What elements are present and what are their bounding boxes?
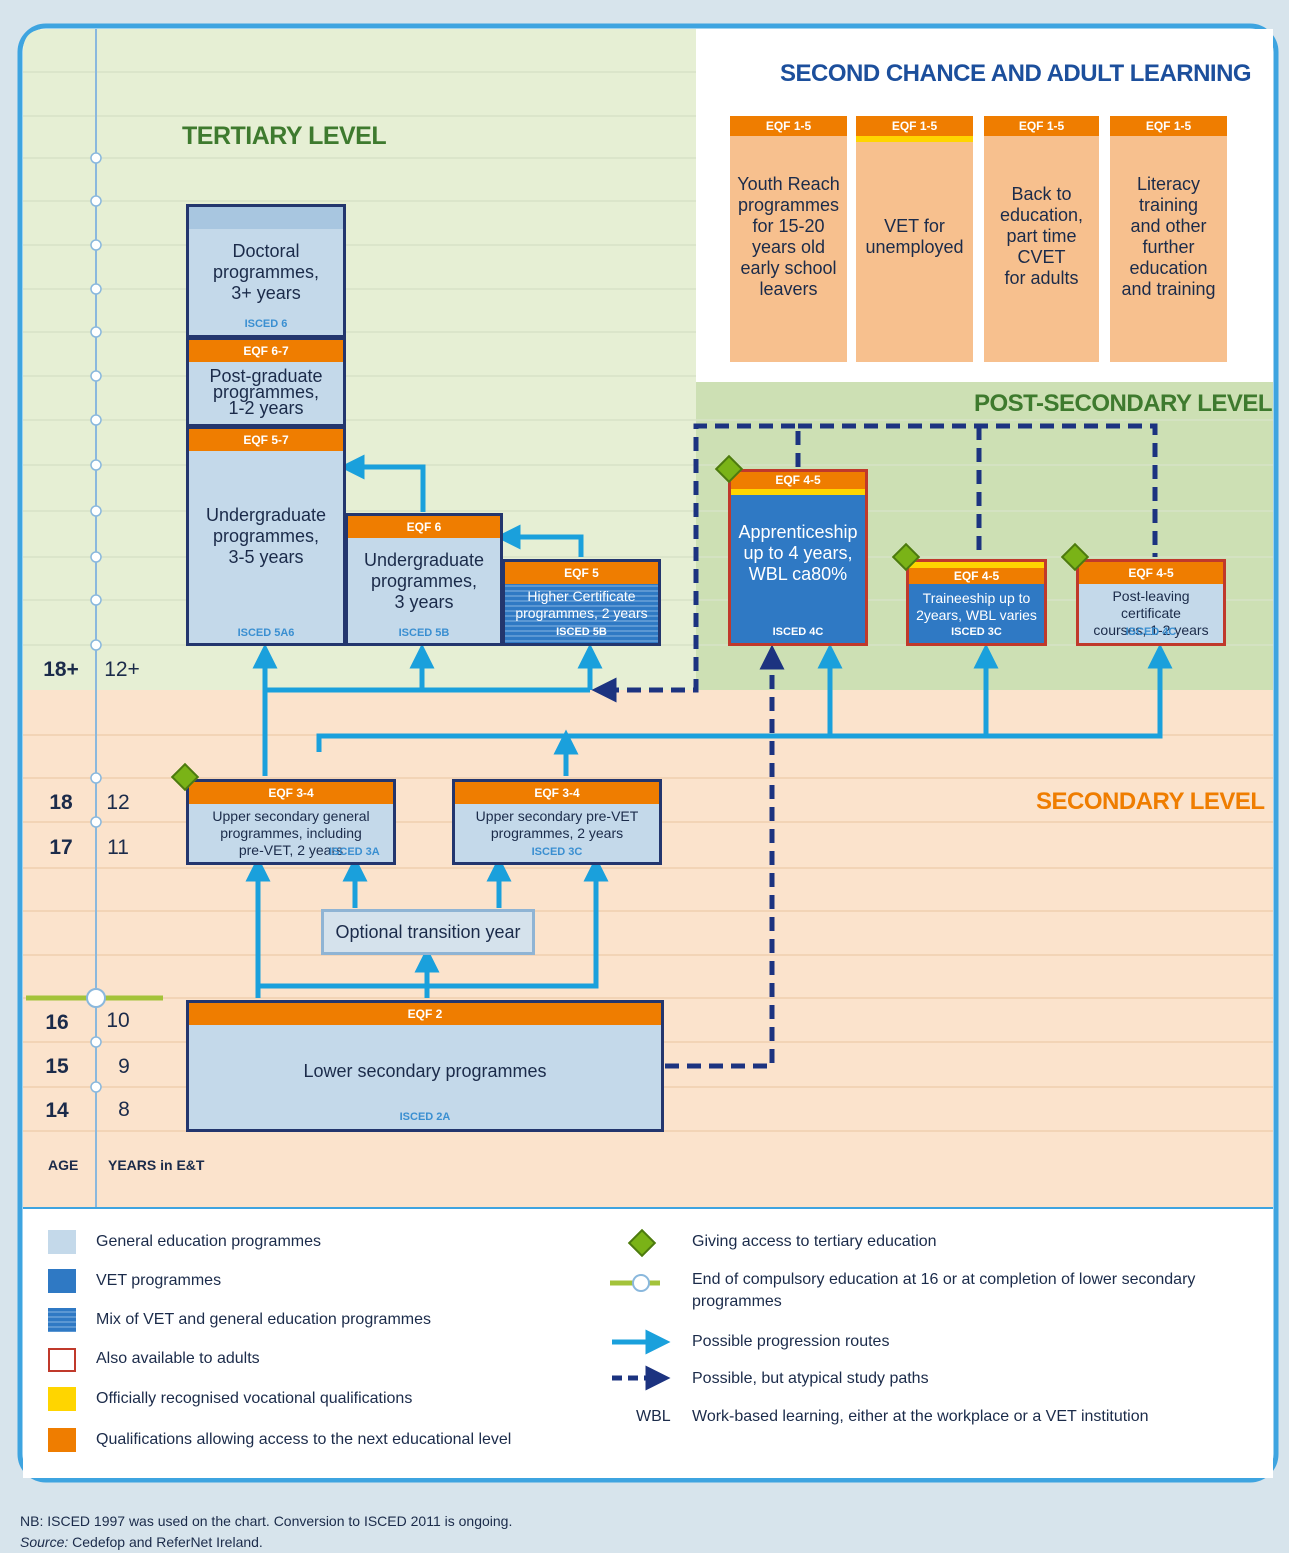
adult-box-back-to-education: EQF 1-5 Back to education, part time CVE… [984, 116, 1099, 362]
eqf-badge: EQF 1-5 [856, 116, 973, 142]
post-leaving-isced: ISCED 4C [1125, 626, 1177, 638]
footnote-nb: NB: ISCED 1997 was used on the chart. Co… [20, 1513, 513, 1529]
eqf-badge: EQF 4-5 [1079, 562, 1223, 584]
postgrad-text: Post-graduate programmes, 1-2 years [209, 366, 323, 418]
years-label: 12 [106, 791, 130, 814]
apprenticeship-text: Apprenticeship up to 4 years, WBL ca80% [738, 522, 858, 584]
years-label: 9 [118, 1055, 130, 1078]
apprenticeship-isced: ISCED 4C [772, 626, 824, 638]
footnote-source-label: Source: [20, 1534, 69, 1550]
doctoral-isced: ISCED 6 [244, 318, 288, 330]
legend-wbl-symbol: WBL [636, 1408, 671, 1425]
legend-label: Qualifications allowing access to the ne… [96, 1431, 512, 1448]
eqf-badge: EQF 4-5 [731, 472, 865, 495]
years-label: 11 [107, 836, 129, 859]
adult-box-text: Back to education, part time CVET for ad… [999, 184, 1084, 288]
tertiary-level-heading: TERTIARY LEVEL [182, 122, 387, 150]
upper-prevet-text: Upper secondary pre-VET programmes, 2 ye… [475, 808, 639, 841]
legend-label: Giving access to tertiary education [692, 1233, 937, 1250]
undergrad-5a-isced: ISCED 5A6 [237, 627, 295, 639]
upper-prevet-box: EQF 3-4 Upper secondary pre-VET programm… [452, 779, 662, 865]
doctoral-top-band [189, 207, 343, 229]
legend-label: Possible, but atypical study paths [692, 1370, 929, 1387]
undergrad-5b-box: EQF 6 Undergraduate programmes, 3 years … [345, 513, 503, 646]
eqf-badge: EQF 6-7 [189, 340, 343, 362]
legend-swatch-yellow [48, 1387, 76, 1411]
age-label: 18+ [43, 658, 79, 681]
legend-swatch-adult [48, 1348, 76, 1372]
age-label: 15 [45, 1055, 69, 1078]
legend-swatch-general [48, 1230, 76, 1254]
age-label: 17 [49, 836, 73, 859]
adult-box-text: Literacy training and other further educ… [1121, 174, 1216, 299]
legend-label: Work-based learning, either at the workp… [692, 1408, 1149, 1425]
legend-label: End of compulsory education at 16 or at … [692, 1271, 1196, 1310]
transition-year-box: Optional transition year [321, 909, 535, 955]
years-label: 8 [118, 1098, 130, 1121]
legend-label: VET programmes [96, 1272, 222, 1289]
eqf-badge: EQF 4-5 [909, 562, 1044, 584]
post-leaving-text: Post-leaving certificate courses, 1-2 ye… [1093, 588, 1209, 638]
second-chance-heading: SECOND CHANCE AND ADULT LEARNING [780, 60, 1252, 87]
legend-swatch-vet [48, 1269, 76, 1293]
post-leaving-box: EQF 4-5 Post-leaving certificate courses… [1076, 559, 1226, 646]
adult-box-text: Youth Reach programmes for 15-20 years o… [737, 174, 840, 299]
upper-general-box: EQF 3-4 Upper secondary general programm… [186, 779, 396, 865]
eqf-badge: EQF 6 [348, 516, 500, 538]
legend-label: Mix of VET and general education program… [96, 1311, 431, 1328]
eqf-badge: EQF 5 [505, 562, 658, 584]
age-axis-title: AGE [48, 1157, 79, 1173]
traineeship-box: EQF 4-5 Traineeship up to 2years, WBL va… [906, 559, 1047, 646]
eqf-badge: EQF 1-5 [984, 116, 1099, 136]
doctoral-box: Doctoral programmes, 3+ years ISCED 6 [186, 204, 346, 338]
upper-general-isced: ISCED 3A [329, 846, 380, 858]
traineeship-text: Traineeship up to 2years, WBL varies [916, 590, 1037, 623]
apprenticeship-box: EQF 4-5 Apprenticeship up to 4 years, WB… [728, 469, 868, 646]
undergrad-5a-box: EQF 5-7 Undergraduate programmes, 3-5 ye… [186, 426, 346, 646]
undergrad-5b-text: Undergraduate programmes, 3 years [363, 550, 485, 612]
footnote-source-text: Cedefop and ReferNet Ireland. [68, 1534, 263, 1550]
doctoral-text: Doctoral programmes, 3+ years [212, 241, 320, 303]
upper-prevet-isced: ISCED 3C [531, 846, 583, 858]
undergrad-5b-isced: ISCED 5B [398, 627, 450, 639]
lower-secondary-isced: ISCED 2A [399, 1111, 451, 1123]
adult-box-youth-reach: EQF 1-5 Youth Reach programmes for 15-20… [730, 116, 847, 362]
higher-cert-box: EQF 5 Higher Certificate programmes, 2 y… [502, 559, 661, 646]
years-label: 10 [106, 1009, 130, 1032]
lower-secondary-box: EQF 2 Lower secondary programmes ISCED 2… [186, 1000, 664, 1132]
years-axis-title: YEARS in E&T [108, 1157, 205, 1173]
legend-label: Also available to adults [96, 1350, 260, 1367]
eqf-badge: EQF 3-4 [455, 782, 659, 804]
adult-box-vet-unemployed: EQF 1-5 VET for unemployed [856, 116, 973, 362]
age-label: 16 [45, 1011, 69, 1034]
higher-cert-text: Higher Certificate programmes, 2 years [515, 588, 648, 621]
postgrad-box: EQF 6-7 Post-graduate programmes, 1-2 ye… [186, 337, 346, 427]
higher-cert-isced: ISCED 5B [556, 626, 607, 638]
eqf-badge: EQF 1-5 [1110, 116, 1227, 136]
age-label: 18 [49, 791, 73, 814]
secondary-level-heading: SECONDARY LEVEL [1036, 788, 1265, 815]
footnote-source: Source: Cedefop and ReferNet Ireland. [20, 1534, 263, 1550]
legend-swatch-mix [48, 1308, 76, 1332]
lower-secondary-text: Lower secondary programmes [303, 1061, 547, 1081]
legend-label: Officially recognised vocational qualifi… [96, 1390, 413, 1407]
undergrad-5a-text: Undergraduate programmes, 3-5 years [205, 505, 327, 567]
upper-general-text: Upper secondary general programmes, incl… [212, 808, 370, 858]
age-label: 14 [45, 1099, 69, 1122]
adult-box-literacy: EQF 1-5 Literacy training and other furt… [1110, 116, 1227, 362]
legend-label: Possible progression routes [692, 1333, 890, 1350]
traineeship-isced: ISCED 3C [951, 626, 1002, 638]
eqf-badge: EQF 3-4 [189, 782, 393, 804]
eqf-badge: EQF 5-7 [189, 429, 343, 451]
adult-box-text: VET for unemployed [865, 216, 964, 257]
eqf-badge: EQF 2 [189, 1003, 661, 1025]
eqf-badge: EQF 1-5 [730, 116, 847, 136]
post-secondary-heading: POST-SECONDARY LEVEL [974, 390, 1273, 417]
compulsory-marker [86, 988, 106, 1008]
years-label: 12+ [104, 658, 140, 681]
legend-swatch-orange [48, 1428, 76, 1452]
legend-label: General education programmes [96, 1233, 322, 1250]
